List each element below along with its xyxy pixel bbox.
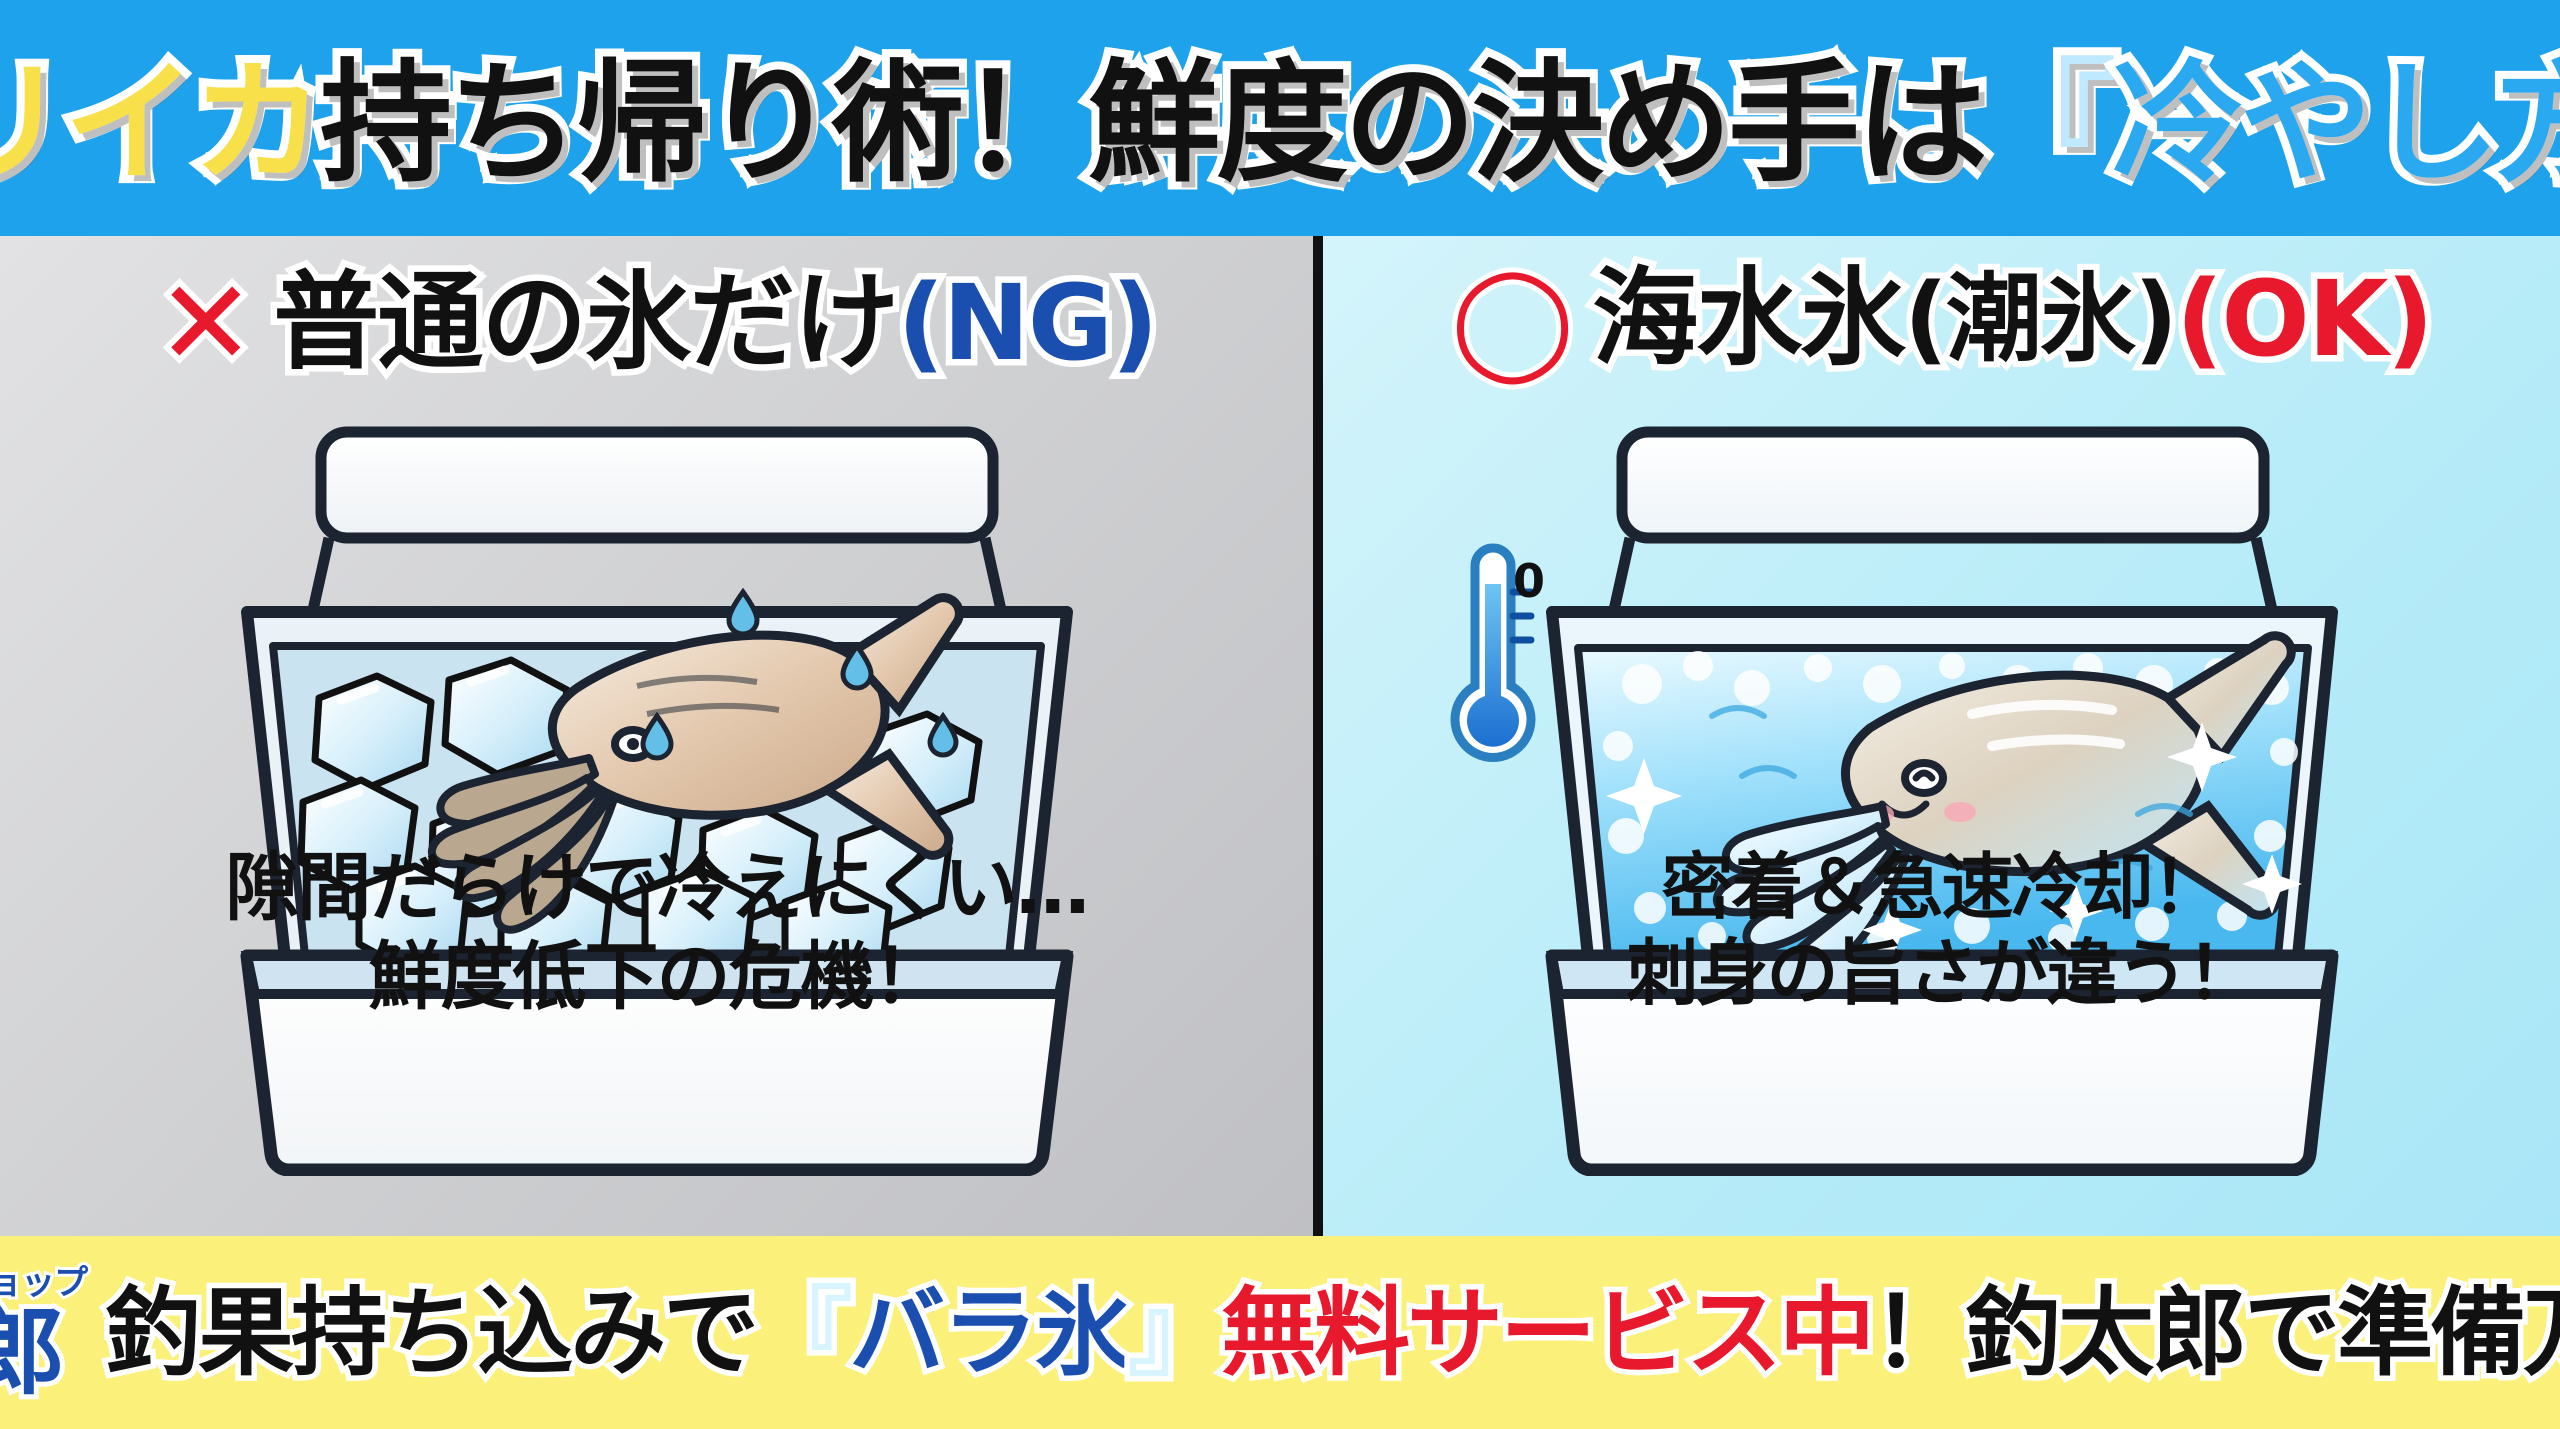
thermometer-icon: 0 [1441, 536, 1561, 780]
header-segment-1: アオリイカ [0, 47, 332, 201]
shop-kana-label: フィシリングショップ [0, 1262, 91, 1303]
header-segment-2: 持ち帰り術！ [312, 47, 1100, 201]
panel-divider [1313, 236, 1323, 1236]
promo-banner-content: フィシリングショップ 釣太郎 釣果持ち込みで 『 バラ氷 』 無料サービス中 ！… [0, 1262, 2560, 1408]
circle-icon: ◯ [1446, 255, 1579, 383]
panel-ng-title: 普通の氷だけ [267, 261, 906, 384]
header-segment-3: 鮮度の決め手は [1080, 47, 1996, 201]
cross-icon: ✕ [150, 254, 261, 392]
panel-ng-heading: ✕ 普通の氷だけ (NG) [0, 254, 1313, 392]
comparison-area: ✕ 普通の氷だけ (NG) [0, 236, 2560, 1236]
header-segment-4: 『 [1976, 47, 2124, 201]
panel-ng-tag: (NG) [891, 262, 1165, 384]
header-segment-5: 冷やし方 [2104, 47, 2560, 201]
cooler-ng-illustration [97, 416, 1217, 1176]
panel-ok: ◯ 海水氷 (潮氷) (OK) [1323, 236, 2560, 1236]
panel-ok-title: 海水氷 [1586, 257, 1913, 380]
panel-ok-subtitle: (潮氷) [1898, 263, 2184, 375]
panel-ng: ✕ 普通の氷だけ (NG) [0, 236, 1313, 1236]
shop-name-label: 釣太郎 [0, 1295, 71, 1408]
poster-header: アオリイカ 持ち帰り術！ 鮮度の決め手は 『 冷やし方 』 ！ [0, 0, 2560, 236]
cooler-ok-illustration [1412, 416, 2472, 1176]
panel-ok-heading: ◯ 海水氷 (潮氷) (OK) [1323, 255, 2560, 383]
promo-segment-1: 釣果持ち込みで [100, 1276, 765, 1389]
promo-segment-3: バラ氷 [844, 1276, 1137, 1389]
header-title: アオリイカ 持ち帰り術！ 鮮度の決め手は 『 冷やし方 』 ！ [0, 47, 2560, 201]
promo-segment-2: 『 [751, 1276, 858, 1389]
promo-segment-4: 』 [1123, 1276, 1230, 1389]
panel-ok-tag: (OK) [2169, 258, 2440, 380]
promo-banner: フィシリングショップ 釣太郎 釣果持ち込みで 『 バラ氷 』 無料サービス中 ！… [0, 1236, 2560, 1429]
promo-segment-5: 無料サービス中 [1216, 1276, 1881, 1389]
shop-logo: フィシリングショップ 釣太郎 [0, 1262, 91, 1408]
promo-segment-6: ！釣太郎で準備万端！ [1867, 1276, 2560, 1389]
thermometer-zero-label: 0 [1513, 554, 1546, 608]
